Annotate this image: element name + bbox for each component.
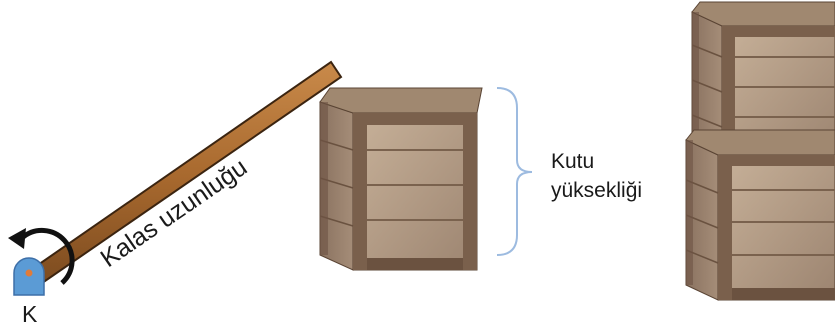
pivot-pin-icon <box>26 270 33 277</box>
pivot-hinge <box>14 258 44 295</box>
box-height-label-line1: Kutu <box>551 150 594 173</box>
box-height-label-line2: yüksekliği <box>551 179 642 202</box>
height-brace <box>497 88 532 255</box>
crate-middle <box>320 88 482 270</box>
crate-stack-bottom <box>686 130 835 300</box>
pivot-label: K <box>22 301 38 327</box>
